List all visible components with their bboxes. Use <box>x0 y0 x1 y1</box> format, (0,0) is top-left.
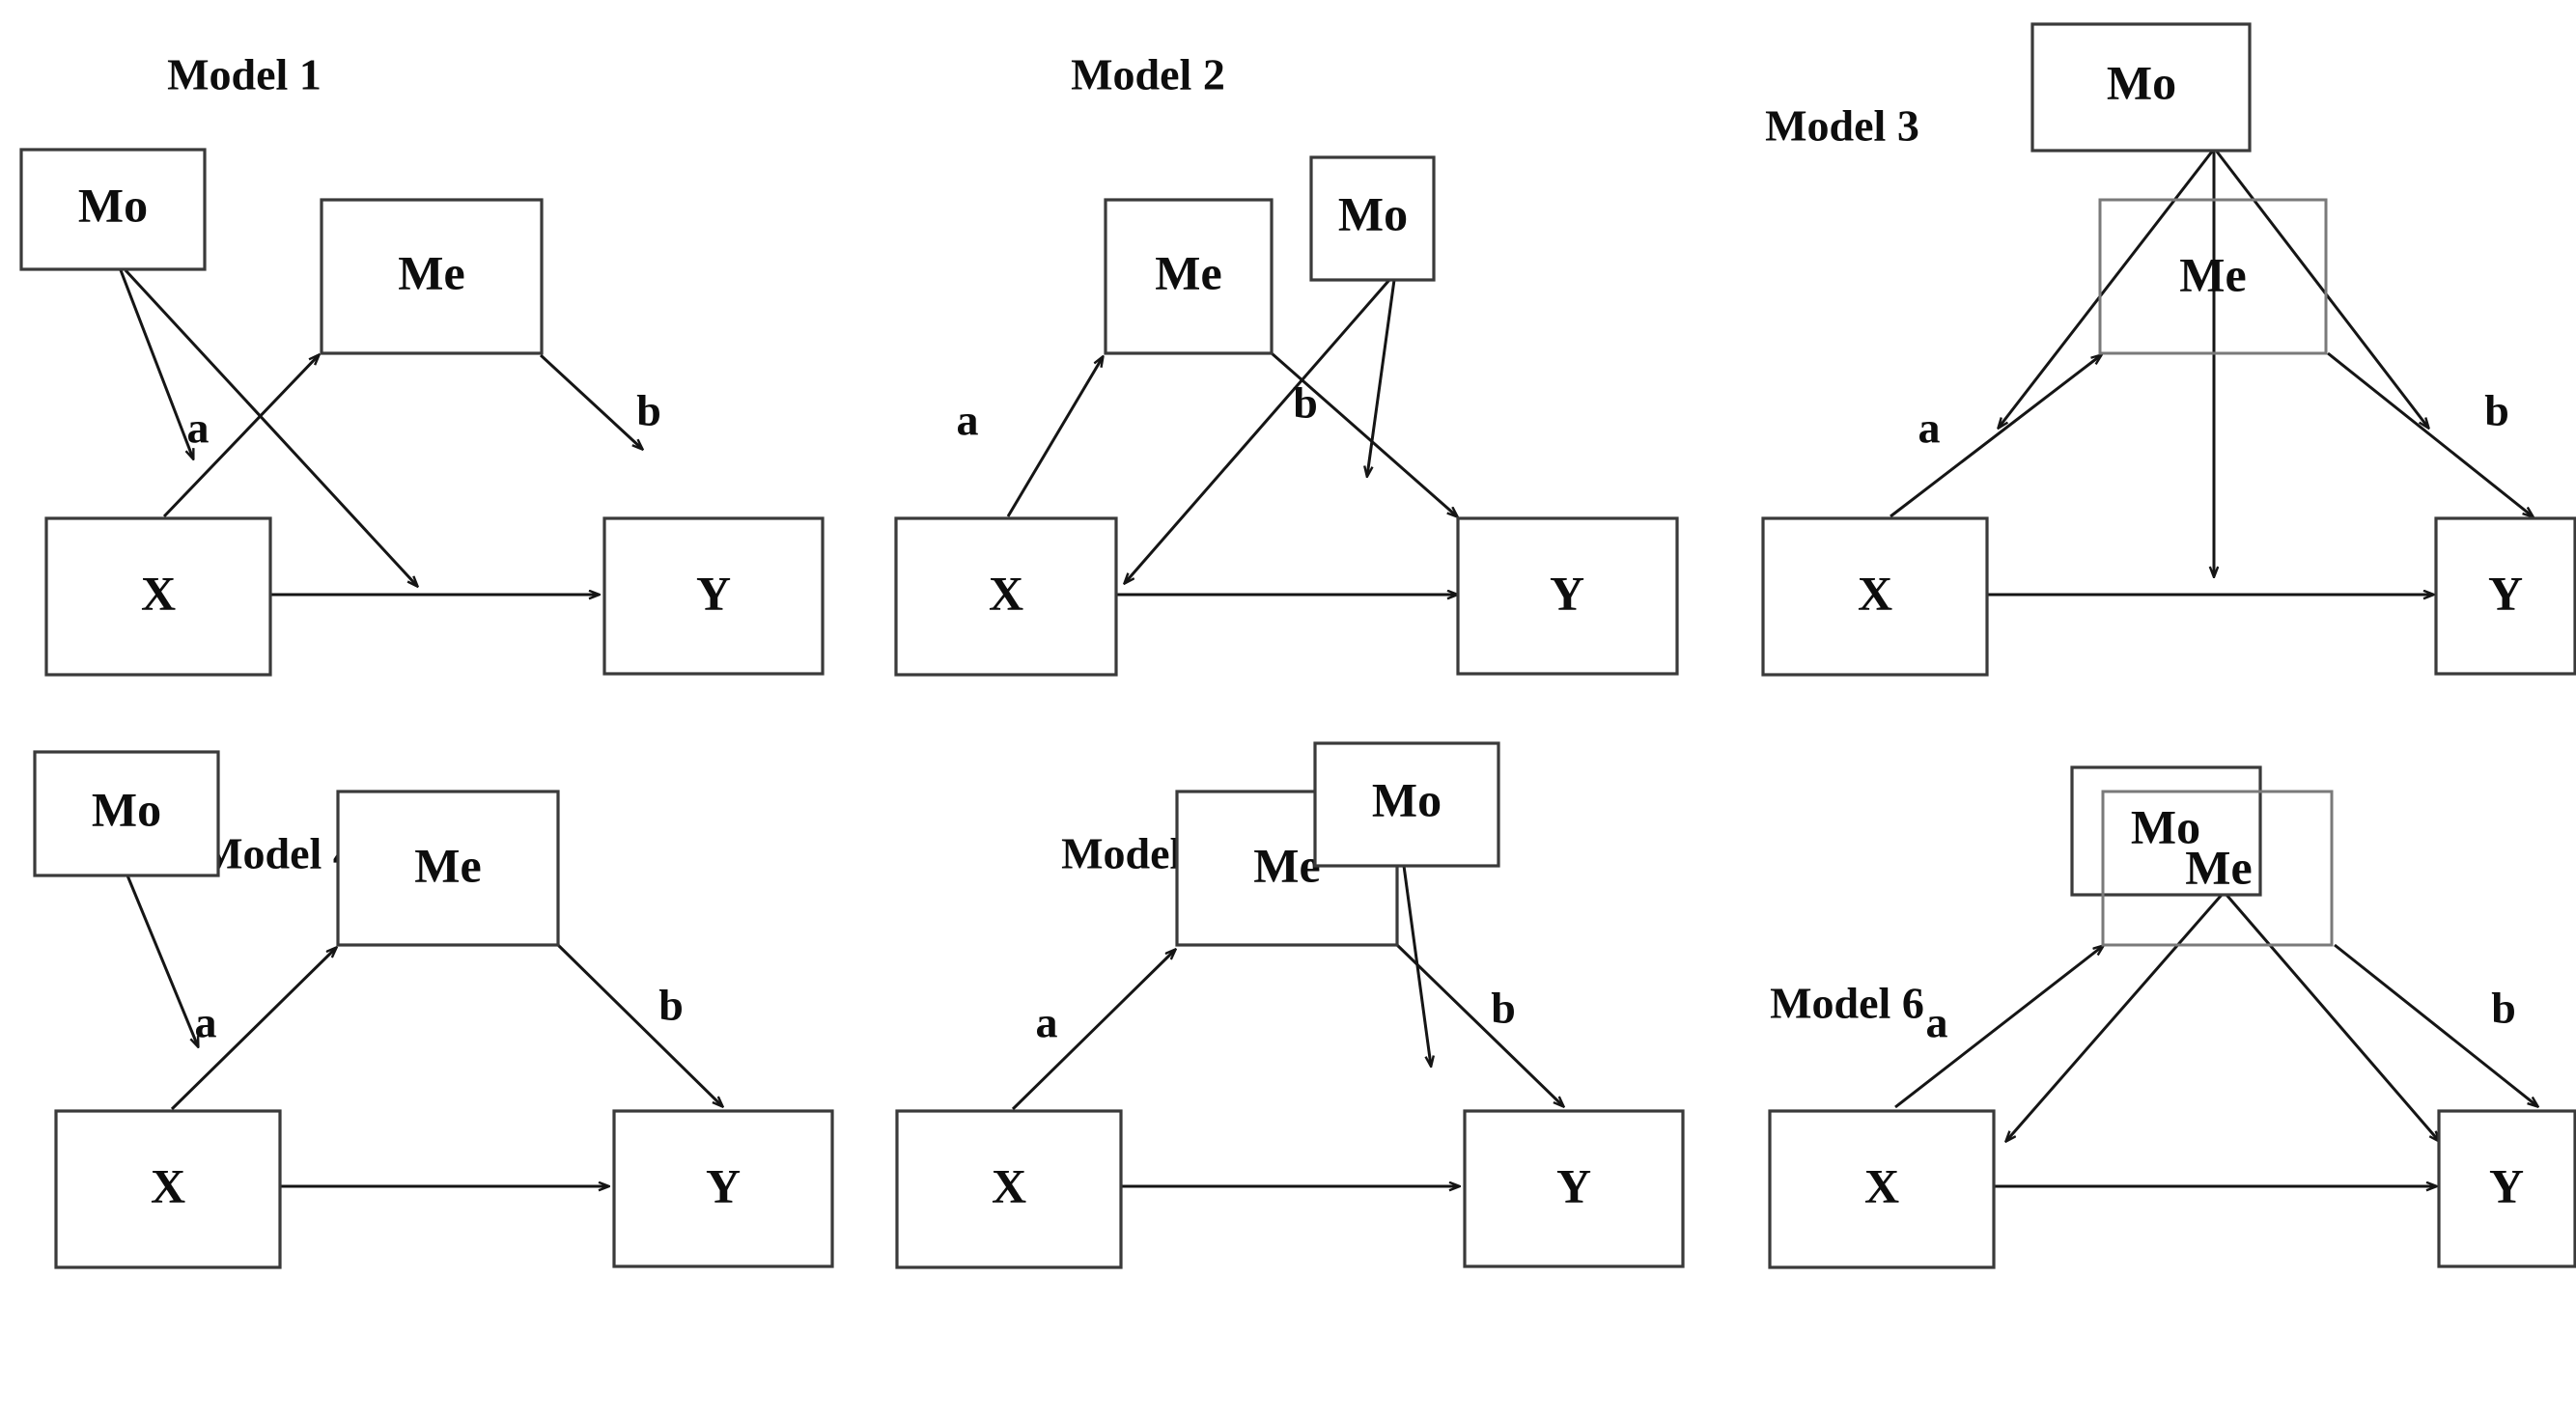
moderation-arrow-on-c <box>1125 279 1391 583</box>
path-b-arrow <box>556 943 722 1106</box>
path-a-arrow <box>162 355 319 518</box>
node-mo-box <box>19 148 207 271</box>
node-me-label: Me <box>398 245 464 299</box>
path-a-label: a <box>187 403 210 453</box>
path-b-label: b <box>2491 984 2516 1033</box>
model-panel-6: Model 6 Mo Me X Y a b <box>1717 708 2576 1417</box>
model-panel-5: Model 5 Me Mo X Y a b <box>858 708 1717 1417</box>
path-b-arrow <box>2334 943 2537 1106</box>
moderation-arrow-on-a <box>2006 894 2224 1141</box>
moderation-arrow-on-b <box>1367 279 1396 476</box>
model-panel-1: Model 1 Mo Me X Y a b <box>0 0 858 708</box>
moderation-arrow-on-a <box>126 875 198 1046</box>
moderation-arrow-on-b <box>2225 894 2439 1141</box>
node-y-box <box>1456 516 1679 676</box>
path-a-arrow <box>1890 355 2101 518</box>
node-mo-label: Mo <box>1338 186 1408 240</box>
node-mo-label: Mo <box>78 178 148 232</box>
node-mo-label: Mo <box>1372 772 1442 826</box>
node-y-box <box>1463 1109 1685 1268</box>
node-x-box <box>894 516 1118 677</box>
path-a-label: a <box>957 396 979 445</box>
node-mo-label: Mo <box>2131 799 2200 853</box>
path-a-label: a <box>1036 998 1058 1047</box>
path-b-arrow <box>539 353 642 449</box>
path-a-arrow <box>1894 946 2103 1109</box>
model-panel-2: Model 2 Me Mo X Y a b <box>858 0 1717 708</box>
path-a-label: a <box>195 998 217 1047</box>
path-a-arrow <box>170 948 336 1111</box>
node-x-box <box>1761 516 1989 677</box>
node-me-label: Me <box>2179 247 2246 301</box>
model-panel-3: Model 3 Mo Me X Y a <box>1717 0 2576 708</box>
model-4-title: Model 4 <box>201 829 355 878</box>
path-b-label: b <box>636 386 661 435</box>
path-b-label: b <box>1491 984 1516 1033</box>
node-x-box <box>54 1109 282 1269</box>
path-b-label: b <box>658 981 684 1030</box>
moderation-arrow-on-c <box>124 268 417 586</box>
node-x-box <box>44 516 272 677</box>
node-y-box <box>612 1109 834 1268</box>
node-y-label: Y <box>1556 1158 1591 1212</box>
node-me-label: Me <box>1155 245 1221 299</box>
node-me-box <box>1104 198 1274 355</box>
node-x-box <box>1768 1109 1996 1269</box>
node-x-label: X <box>989 566 1023 620</box>
node-me-box <box>320 198 544 355</box>
node-y-box <box>602 516 825 676</box>
node-me-label: Me <box>2185 840 2252 894</box>
node-me-label: Me <box>1253 838 1320 892</box>
node-mo-box <box>1309 155 1436 282</box>
node-y-label: Y <box>2489 1158 2524 1212</box>
node-mo-box <box>1313 741 1500 868</box>
node-me-box <box>2098 198 2328 355</box>
node-y-box <box>2434 516 2576 676</box>
node-mo-box <box>33 750 220 877</box>
node-y-label: Y <box>1550 566 1584 620</box>
moderation-arrow-on-a <box>1999 151 2214 428</box>
node-me-box <box>336 790 560 947</box>
node-me-box <box>2101 790 2334 947</box>
model-3-title: Model 3 <box>1765 101 1919 151</box>
node-y-label: Y <box>2488 566 2523 620</box>
node-x-label: X <box>151 1158 185 1212</box>
path-b-arrow <box>1395 943 1563 1106</box>
model-1-title: Model 1 <box>167 50 322 99</box>
model-2-title: Model 2 <box>1071 50 1225 99</box>
path-a-label: a <box>1918 403 1941 453</box>
path-b-arrow <box>2327 351 2533 516</box>
node-y-label: Y <box>706 1158 741 1212</box>
node-mo-label: Mo <box>2107 55 2176 109</box>
path-b-label: b <box>1293 378 1318 428</box>
node-x-label: X <box>992 1158 1026 1212</box>
node-y-box <box>2437 1109 2576 1268</box>
node-x-label: X <box>141 566 176 620</box>
moderation-arrow-on-b <box>2215 151 2428 428</box>
path-a-arrow <box>1006 357 1103 517</box>
node-mo-label: Mo <box>92 782 161 836</box>
node-mo-box <box>2030 22 2252 153</box>
node-me-label: Me <box>414 838 481 892</box>
model-6-title: Model 6 <box>1770 979 1924 1028</box>
model-panel-4: Model 4 Mo Me X Y a b <box>0 708 858 1417</box>
moderation-arrow-on-a <box>119 269 193 458</box>
node-y-label: Y <box>696 566 731 620</box>
node-x-label: X <box>1858 566 1892 620</box>
path-a-arrow <box>1011 950 1175 1111</box>
node-x-box <box>895 1109 1123 1269</box>
path-b-label: b <box>2484 386 2509 435</box>
path-a-label: a <box>1926 998 1948 1047</box>
node-x-label: X <box>1864 1158 1899 1212</box>
